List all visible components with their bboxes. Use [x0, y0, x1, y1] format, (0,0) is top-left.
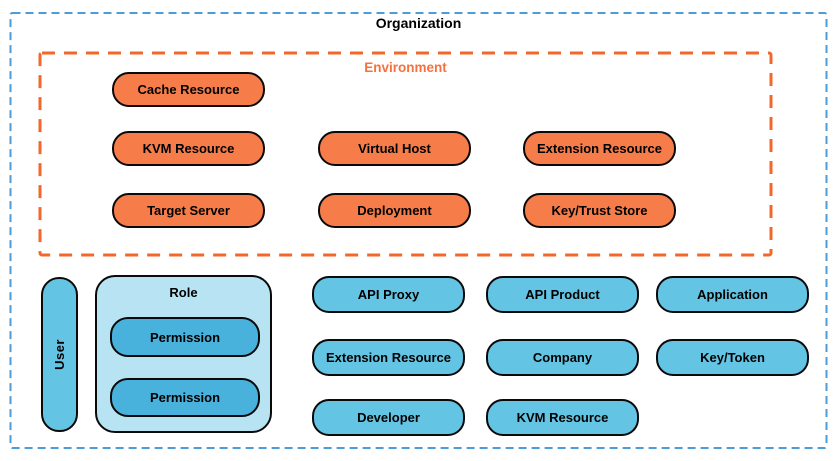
organization-title: Organization — [375, 15, 462, 31]
org-node-extension-resource: Extension Resource — [312, 339, 465, 376]
env-node-target-server: Target Server — [112, 193, 265, 228]
env-node-cache-resource: Cache Resource — [112, 72, 265, 107]
org-node-api-product: API Product — [486, 276, 639, 313]
org-node-company: Company — [486, 339, 639, 376]
organization-boundary — [9, 12, 828, 449]
org-node-developer: Developer — [312, 399, 465, 436]
org-node-application: Application — [656, 276, 809, 313]
env-node-virtual-host: Virtual Host — [318, 131, 471, 166]
node-permission-1: Permission — [110, 317, 260, 357]
environment-boundary — [38, 51, 773, 257]
org-node-kvm-resource: KVM Resource — [486, 399, 639, 436]
node-user: User — [41, 277, 78, 432]
environment-title: Environment — [364, 60, 447, 75]
env-node-deployment: Deployment — [318, 193, 471, 228]
env-node-extension-resource: Extension Resource — [523, 131, 676, 166]
org-node-api-proxy: API Proxy — [312, 276, 465, 313]
env-node-kvm-resource: KVM Resource — [112, 131, 265, 166]
node-permission-2: Permission — [110, 378, 260, 417]
role-label: Role — [169, 285, 198, 300]
user-label: User — [52, 339, 67, 370]
env-node-key-trust-store: Key/Trust Store — [523, 193, 676, 228]
org-node-key-token: Key/Token — [656, 339, 809, 376]
